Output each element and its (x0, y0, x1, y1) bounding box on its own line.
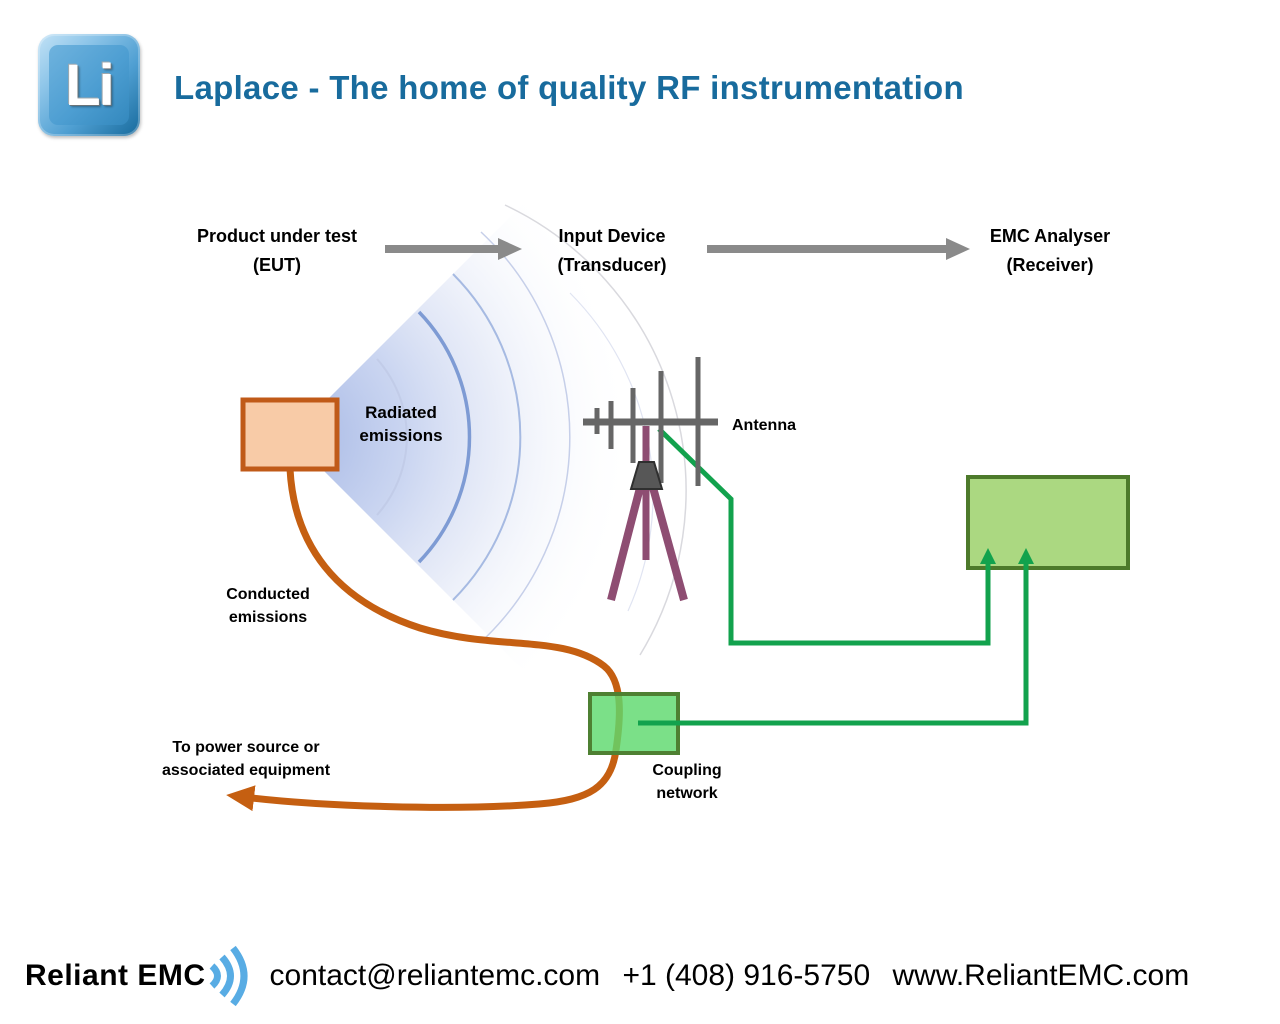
label-line: Input Device (558, 226, 666, 246)
label-line: associated equipment (161, 762, 331, 779)
contact-info: contact@reliantemc.com +1 (408) 916-5750… (270, 959, 1190, 993)
label-line: emissions (359, 426, 443, 445)
coupling-network-box (588, 692, 680, 755)
coupling-signal-cable (638, 548, 1034, 726)
label-conducted-emissions: Conducted emissions (226, 583, 310, 629)
contact-email: contact@reliantemc.com (269, 959, 601, 992)
footer: Reliant EMC contact@reliantemc.com +1 (4… (25, 944, 1189, 1008)
label-line: Radiated (365, 403, 437, 422)
laplace-logo-face: Li (49, 45, 129, 125)
contact-phone: +1 (408) 916-5750 (622, 959, 871, 992)
wavefront-arc-2 (417, 310, 472, 564)
label-line: (Receiver) (1006, 255, 1094, 275)
label-coupling-network: Coupling network (652, 759, 721, 805)
antenna-signal-cable (657, 427, 996, 646)
conducted-emissions-cable (226, 468, 623, 812)
label-line: (EUT) (252, 255, 301, 275)
label-line: Product under test (196, 226, 358, 246)
label-line: EMC Analyser (989, 226, 1111, 246)
laplace-logo-text: Li (65, 52, 115, 118)
label-line: network (656, 785, 718, 802)
radiated-emissions-wedge (290, 193, 636, 681)
label-radiated-emissions: Radiated emissions (359, 401, 442, 447)
label-product-under-test: Product under test (EUT) (197, 222, 357, 280)
company-name: Reliant EMC (25, 959, 206, 992)
wavefront-arc-faint-outer (504, 204, 687, 656)
wavefront-arc-3 (452, 273, 522, 601)
label-to-power-source: To power source or associated equipment (162, 736, 330, 782)
label-line: To power source or (172, 739, 320, 756)
wavefront-arc-4 (480, 231, 571, 643)
label-input-device: Input Device (Transducer) (557, 222, 666, 280)
label-line: (Transducer) (557, 255, 667, 275)
label-line: Conducted (226, 586, 310, 603)
emc-analyser-box (966, 475, 1130, 570)
sound-wave-icon (209, 945, 247, 1007)
label-line: Coupling (652, 762, 722, 779)
contact-website: www.ReliantEMC.com (892, 959, 1190, 992)
label-emc-analyser: EMC Analyser (Receiver) (990, 222, 1110, 280)
eut-box (240, 397, 340, 472)
wavefront-arc-1 (376, 358, 408, 516)
antenna-icon (583, 357, 718, 486)
tripod-icon (607, 426, 688, 602)
label-line: emissions (228, 609, 308, 626)
label-antenna: Antenna (732, 417, 796, 434)
laplace-logo: Li (38, 34, 140, 136)
page-title: Laplace - The home of quality RF instrum… (174, 69, 964, 106)
